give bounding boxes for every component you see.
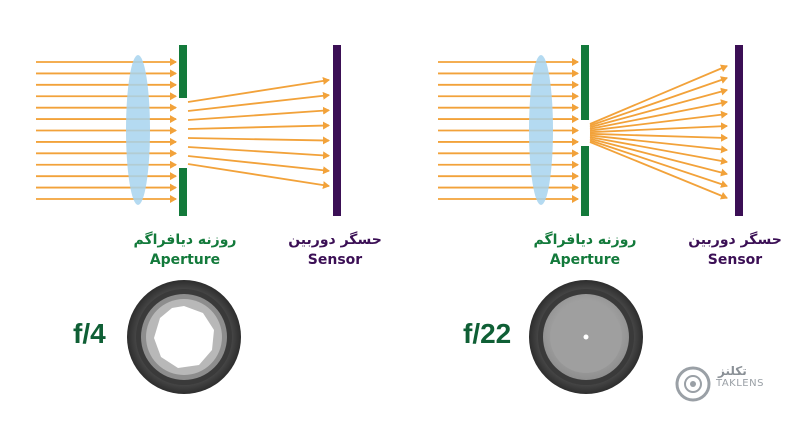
diverging-ray	[589, 122, 728, 134]
diverging-ray	[589, 139, 728, 188]
diverging-ray	[589, 137, 728, 177]
right-f-number: f/22	[463, 318, 512, 349]
diverging-ray	[187, 121, 330, 130]
left-aperture-opening	[154, 306, 214, 368]
right-sensor-label-fa: حسگر دوربین	[688, 232, 782, 248]
left-f-number: f/4	[73, 318, 106, 349]
camera-lens-logo-icon	[675, 366, 711, 402]
right-sensor-bar	[735, 45, 743, 216]
right-aperture-label-en: Aperture	[549, 252, 621, 268]
diverging-ray	[589, 99, 728, 130]
left-aperture-label-fa: روزنه دیافراگم	[133, 232, 237, 248]
diverging-ray	[187, 136, 330, 145]
diverging-ray	[589, 136, 728, 165]
logo-name-fa: تکلنز	[718, 364, 747, 378]
left-lens	[126, 55, 150, 205]
logo-name-en: TAKLENS	[716, 378, 764, 389]
diverging-ray	[589, 64, 728, 125]
diverging-ray	[589, 87, 728, 129]
right-aperture-label-fa: روزنه دیافراگم	[533, 232, 637, 248]
left-aperture-label-en: Aperture	[149, 252, 221, 268]
right-sensor-label-en: Sensor	[707, 252, 763, 268]
right-aperture-bottom-blade	[581, 146, 589, 216]
diverging-ray	[187, 163, 330, 190]
left-sensor-label-fa: حسگر دوربین	[288, 232, 382, 248]
left-aperture-bottom-blade	[179, 168, 187, 216]
diverging-ray	[187, 76, 330, 103]
left-aperture-top-blade	[179, 45, 187, 98]
left-aperture-illustration	[127, 280, 241, 394]
left-light-rays	[36, 58, 330, 203]
right-light-rays	[438, 58, 728, 203]
diverging-ray	[187, 91, 330, 112]
diverging-ray	[187, 106, 330, 121]
right-lens	[529, 55, 553, 205]
diverging-ray	[589, 76, 728, 127]
diverging-ray	[589, 132, 728, 142]
right-aperture-illustration	[529, 280, 643, 394]
right-aperture-opening	[583, 334, 589, 340]
right-aperture-top-blade	[581, 45, 589, 120]
diverging-ray	[589, 141, 728, 200]
left-sensor-label-en: Sensor	[307, 252, 363, 268]
diverging-ray	[589, 134, 728, 154]
diverging-ray	[187, 155, 330, 175]
left-sensor-bar	[333, 45, 341, 216]
diverging-ray	[589, 110, 728, 132]
diverging-ray	[187, 146, 330, 160]
